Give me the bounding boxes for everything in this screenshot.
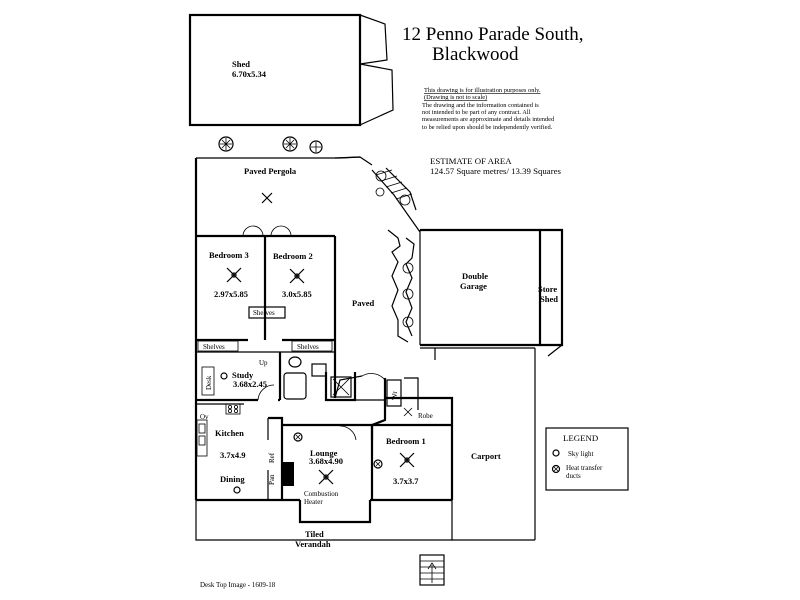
- dining-label: Dining: [220, 474, 245, 484]
- disclaimer-note: This drawing is for illustration purpose…: [422, 87, 555, 131]
- legend-box: [545, 427, 629, 491]
- ceiling-fan-icon: [318, 469, 334, 485]
- store-shed: Store Shed: [538, 228, 564, 357]
- ceiling-fan-icon: [261, 192, 273, 204]
- study: Desk Study 3.68x2.45: [196, 352, 282, 402]
- shed-label: Shed: [232, 59, 250, 69]
- heater-label-2: Heater: [304, 498, 323, 506]
- footer-caption: Desk Top Image - 1609-18: [200, 581, 276, 589]
- disclaimer-line-1: This drawing is for illustration purpose…: [424, 87, 541, 94]
- bathroom: [283, 356, 357, 402]
- combustion-heater-icon: [282, 462, 294, 486]
- store-label-2: Shed: [540, 294, 558, 304]
- basin-icon: [311, 363, 327, 377]
- robe-label: Robe: [418, 412, 433, 420]
- disclaimer-line-6: to be relied upon should be independentl…: [422, 124, 553, 131]
- sky-light-icon: [552, 449, 560, 457]
- bedroom-3: Bedroom 3 2.97x5.85: [209, 236, 267, 340]
- legend-item-heat-transfer-2: ducts: [566, 472, 581, 480]
- estimate-heading: ESTIMATE OF AREA: [430, 156, 512, 166]
- legend: LEGEND Sky light Heat transfer ducts: [545, 427, 629, 491]
- kitchen-size: 3.7x4.9: [220, 450, 246, 460]
- bath-icon: [283, 372, 307, 400]
- up-label: Up: [259, 359, 268, 367]
- double-garage: Double Garage: [419, 228, 542, 347]
- bedroom-2: Bedroom 2 3.0x5.85: [273, 251, 313, 299]
- study-label: Study: [232, 370, 254, 380]
- sky-light-icon: [233, 486, 241, 494]
- shelves-label: Shelves: [253, 309, 275, 317]
- ceiling-fan-icon: [399, 452, 415, 468]
- pergola-label: Paved Pergola: [244, 166, 297, 176]
- disclaimer-line-4: not intended to be part of any contract.…: [422, 109, 531, 116]
- front-steps: [419, 554, 445, 586]
- shed-size: 6.70x5.34: [232, 69, 267, 79]
- bedroom-1-label: Bedroom 1: [386, 436, 426, 446]
- bedroom-3-size: 2.97x5.85: [214, 289, 248, 299]
- bedroom-2-label: Bedroom 2: [273, 251, 313, 261]
- kitchen-dining: Ov Kitchen 3.7x4.9 Dining Ref Pan: [196, 403, 276, 494]
- bedroom-1-size: 3.7x3.7: [393, 476, 419, 486]
- store-label-1: Store: [538, 284, 557, 294]
- wr-label: Wr: [391, 391, 399, 400]
- disclaimer-line-2: (Drawing is not to scale): [424, 94, 487, 101]
- bedroom-3-label: Bedroom 3: [209, 250, 249, 260]
- disclaimer-line-3: The drawing and the information containe…: [422, 102, 539, 109]
- garage-label-2: Garage: [460, 281, 487, 291]
- toilet-icon: [288, 356, 302, 368]
- garage-label-1: Double: [462, 271, 488, 281]
- shrub-icon: [309, 140, 323, 154]
- title-line-2: Blackwood: [432, 44, 519, 65]
- lounge-size: 3.68x4.90: [309, 456, 343, 466]
- bedroom-1: Bedroom 1 3.7x3.7: [370, 423, 452, 500]
- laundry-icon: [386, 379, 402, 407]
- ceiling-fan-icon: [289, 268, 305, 284]
- heat-transfer-duct-icon: [551, 464, 561, 474]
- verandah-label-2: Verandah: [295, 539, 331, 549]
- shed: Shed 6.70x5.34: [188, 13, 394, 127]
- heat-transfer-duct-icon: [373, 459, 383, 469]
- desk-label: Desk: [205, 375, 213, 390]
- shelves-label: Shelves: [203, 343, 225, 351]
- pan-label: Pan: [268, 474, 276, 485]
- shrub-icon: [375, 170, 414, 328]
- legend-item-sky-light: Sky light: [568, 450, 594, 458]
- carport: Carport: [420, 347, 536, 541]
- title-line-1: 12 Penno Parade South,: [402, 24, 584, 45]
- ref-label: Ref: [268, 452, 276, 463]
- paved-label: Paved: [352, 298, 374, 308]
- legend-title: LEGEND: [563, 433, 598, 443]
- shrub-icon: [218, 136, 234, 152]
- oven-label: Ov: [200, 413, 209, 421]
- sink-icon: [196, 419, 208, 457]
- shower-icon: [330, 376, 352, 398]
- cooktop-icon: [225, 403, 241, 415]
- kitchen-label: Kitchen: [215, 428, 244, 438]
- garden-steps: [371, 167, 421, 343]
- lounge: Lounge 3.68x4.90 Combustion Heater: [282, 423, 374, 506]
- verandah-label-1: Tiled: [305, 529, 324, 539]
- shrub-icon: [282, 136, 298, 152]
- ceiling-fan-icon: [226, 267, 242, 283]
- study-size: 3.68x2.45: [233, 379, 267, 389]
- heater-label-1: Combustion: [304, 490, 339, 498]
- disclaimer-line-5: measurements are approximate and details…: [422, 116, 555, 123]
- tiled-verandah: Tiled Verandah: [195, 500, 452, 549]
- estimate-value: 124.57 Square metres/ 13.39 Squares: [430, 166, 562, 176]
- carport-label: Carport: [471, 451, 501, 461]
- lounge-label: Lounge: [310, 448, 338, 458]
- heat-transfer-duct-icon: [293, 432, 303, 442]
- shelves-label: Shelves: [297, 343, 319, 351]
- bedroom-2-size: 3.0x5.85: [282, 289, 312, 299]
- sky-light-icon: [220, 372, 228, 380]
- legend-item-heat-transfer: Heat transfer: [566, 464, 603, 472]
